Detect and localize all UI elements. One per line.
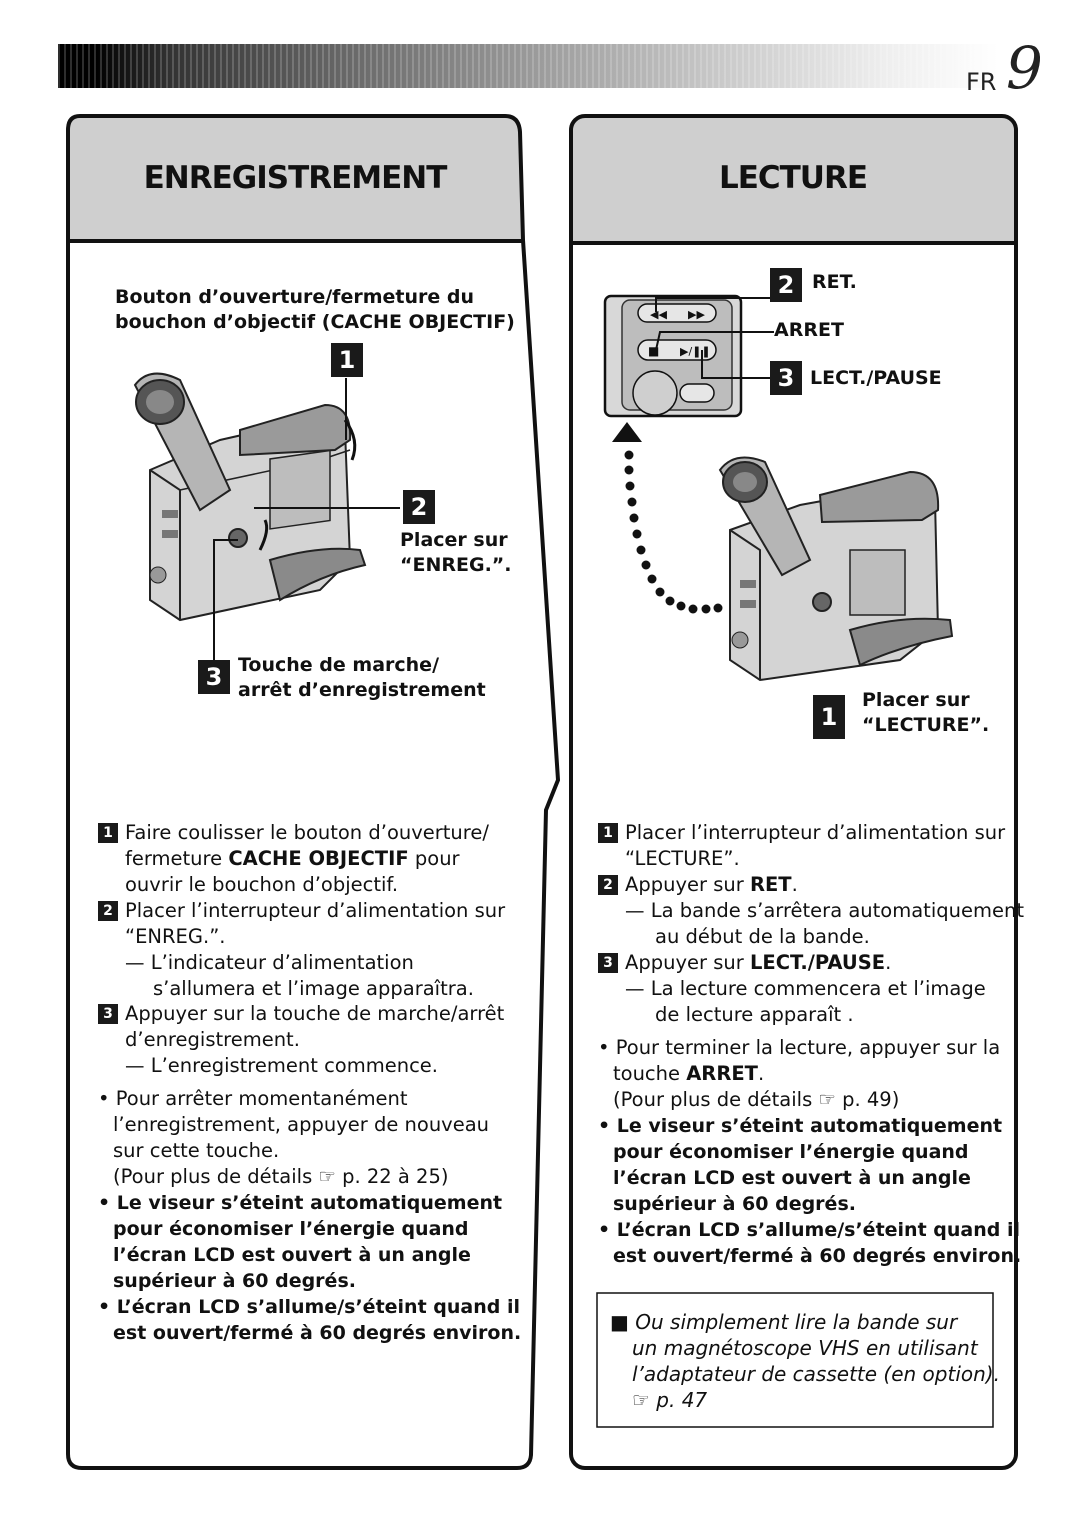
right-step-2-marker: 2: [598, 875, 618, 895]
left-step-2-line2: “ENREG.”.: [125, 925, 226, 948]
left-step-3-line1: Appuyer sur la touche de marche/arrêt: [125, 1002, 505, 1025]
left-bullet1-line2: l’enregistrement, appuyer de nouveau: [113, 1113, 490, 1136]
dotted-arrow: [612, 422, 723, 614]
svg-text:■: ■: [648, 344, 659, 358]
right-panel-outline: [569, 114, 1018, 1470]
right-step-2-sub1: — La bande s’arrêtera automatiquement: [625, 899, 1024, 922]
callout-2-line1: Placer sur: [400, 529, 508, 551]
header-gradient-bar: [58, 44, 998, 88]
right-panel-title: LECTURE: [718, 160, 868, 196]
note-line4: ☞ p. 47: [632, 1388, 708, 1412]
callout-ret: RET.: [812, 271, 857, 293]
callout-cover-line1: Bouton d’ouverture/fermeture du: [115, 286, 474, 308]
right-step-3-sub1: — La lecture commencera et l’image: [625, 977, 986, 1000]
right-step-1-line2: “LECTURE”.: [625, 847, 740, 870]
page-number: FR 9: [962, 34, 1062, 102]
right-step-3-sub2: de lecture apparaît .: [655, 1003, 854, 1026]
right-step-badge-2: 2: [770, 268, 802, 302]
right-bullet1-line1: • Pour terminer la lecture, appuyer sur …: [598, 1036, 1001, 1059]
right-bullet3-line2: est ouvert/fermé à 60 degrés environ.: [613, 1245, 1022, 1267]
svg-text:◀◀: ◀◀: [650, 308, 667, 321]
left-bullet1-line1: • Pour arrêter momentanément: [98, 1087, 408, 1110]
left-bullet3-line2: est ouvert/fermé à 60 degrés environ.: [113, 1322, 522, 1344]
left-step-badge-1: 1: [331, 343, 363, 377]
right-step-2-sub2: au début de la bande.: [655, 925, 870, 948]
camcorder-illustration-right: [718, 456, 954, 682]
left-bullet2-line2: pour économiser l’énergie quand: [113, 1218, 469, 1240]
left-bullet3-line1: • L’écran LCD s’allume/s’éteint quand il: [98, 1296, 520, 1318]
callout-1-line2: “LECTURE”.: [862, 714, 990, 736]
left-step-2-sub2: s’allumera et l’image apparaîtra.: [153, 977, 474, 1000]
note-line1: ■ Ou simplement lire la bande sur: [610, 1310, 958, 1334]
left-bullet2-line4: supérieur à 60 degrés.: [113, 1270, 356, 1292]
callout-cover-line2: bouchon d’objectif (CACHE OBJECTIF): [115, 311, 515, 333]
note-line3: l’adaptateur de cassette (en option).: [632, 1362, 1000, 1386]
right-bullet2-line4: supérieur à 60 degrés.: [613, 1193, 856, 1215]
callout-3-line1: Touche de marche/: [238, 654, 440, 676]
note-box-frame: [596, 1292, 994, 1428]
left-step-2-marker: 2: [98, 901, 118, 921]
left-bullet1-line4: (Pour plus de détails ☞ p. 22 à 25): [113, 1165, 449, 1188]
left-step-badge-2: 2: [403, 490, 435, 524]
left-step-2-sub1: — L’indicateur d’alimentation: [125, 951, 414, 974]
right-title-band: [572, 118, 1014, 242]
right-bullet3-line1: • L’écran LCD s’allume/s’éteint quand il: [598, 1219, 1020, 1241]
left-step-badge-3: 3: [198, 660, 230, 694]
callout-2-line2: “ENREG.”.: [400, 554, 512, 576]
right-step-badge-3: 3: [770, 361, 802, 395]
left-bullet1-line3: sur cette touche.: [113, 1139, 280, 1162]
left-step-2-line1: Placer l’interrupteur d’alimentation sur: [125, 899, 506, 922]
left-step-1-marker: 1: [98, 823, 118, 843]
svg-text:▶/❚❚: ▶/❚❚: [680, 345, 711, 358]
svg-text:▶▶: ▶▶: [688, 308, 705, 321]
right-step-2-line1: Appuyer sur RET.: [625, 873, 798, 896]
note-line2: un magnétoscope VHS en utilisant: [632, 1336, 978, 1360]
callout-1-line1: Placer sur: [862, 689, 970, 711]
callout-lect-pause: LECT./PAUSE: [810, 367, 942, 389]
right-step-3-line1: Appuyer sur LECT./PAUSE.: [625, 951, 892, 974]
left-step-3-sub1: — L’enregistrement commence.: [125, 1054, 438, 1077]
page-number-value: 9: [1006, 34, 1043, 102]
camcorder-illustration-left: [133, 372, 367, 622]
header-stripes: [58, 44, 998, 88]
callout-3-line2: arrêt d’enregistrement: [238, 679, 486, 701]
left-bullet2-line3: l’écran LCD est ouvert à un angle: [113, 1244, 471, 1266]
right-bullet2-line3: l’écran LCD est ouvert à un angle: [613, 1167, 971, 1189]
control-panel-inset: ◀◀ ▶▶ ■ ▶/❚❚: [603, 294, 743, 418]
right-step-1-marker: 1: [598, 823, 618, 843]
left-step-3-marker: 3: [98, 1004, 118, 1024]
language-code: FR: [966, 68, 997, 96]
left-step-1-line1: Faire coulisser le bouton d’ouverture/: [125, 821, 489, 844]
right-bullet2-line2: pour économiser l’énergie quand: [613, 1141, 969, 1163]
right-bullet1-line2: touche ARRET.: [613, 1062, 765, 1085]
callout-arret: ARRET: [774, 319, 844, 341]
left-step-1-line3: ouvrir le bouchon d’objectif.: [125, 873, 399, 896]
left-bullet2-line1: • Le viseur s’éteint automatiquement: [98, 1192, 503, 1214]
left-title-band: [70, 118, 523, 240]
left-panel-outline: [66, 114, 561, 1470]
right-bullet1-line3: (Pour plus de détails ☞ p. 49): [613, 1088, 900, 1111]
right-step-1-line1: Placer l’interrupteur d’alimentation sur: [625, 821, 1006, 844]
right-step-3-marker: 3: [598, 953, 618, 973]
right-bullet2-line1: • Le viseur s’éteint automatiquement: [598, 1115, 1003, 1137]
left-panel-title: ENREGISTREMENT: [143, 160, 448, 196]
left-step-3-line2: d’enregistrement.: [125, 1028, 300, 1051]
left-step-1-line2: fermeture CACHE OBJECTIF pour: [125, 847, 460, 870]
right-step-badge-1: 1: [813, 695, 845, 739]
